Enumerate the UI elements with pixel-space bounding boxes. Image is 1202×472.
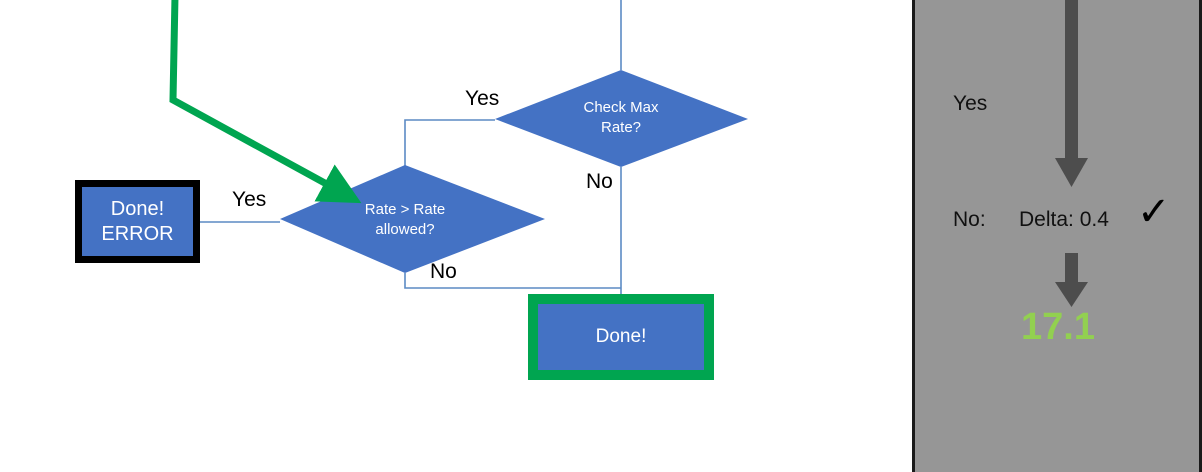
connector-check-max-to-rate-allowed bbox=[404, 119, 495, 167]
branch-label-no-check-max: No bbox=[586, 170, 613, 193]
panel-yes-label: Yes bbox=[953, 92, 988, 115]
node-done-error[interactable]: Done! ERROR bbox=[75, 180, 200, 263]
flowchart-graphics bbox=[169, 0, 748, 294]
decision-check-max-rate[interactable] bbox=[495, 70, 748, 167]
branch-label-no-rate-allowed: No bbox=[430, 260, 457, 283]
panel-result-value: 17.1 bbox=[1021, 306, 1095, 348]
down-arrow-short-icon bbox=[1055, 253, 1088, 307]
node-done[interactable]: Done! bbox=[528, 294, 714, 380]
connector-rate-allowed-no-to-done bbox=[404, 273, 621, 289]
checkmark-icon: ✓ bbox=[1137, 189, 1171, 235]
panel-delta-value: Delta: 0.4 bbox=[1019, 208, 1109, 231]
down-arrow-long-icon bbox=[1055, 0, 1088, 187]
branch-label-yes-done-error: Yes bbox=[232, 188, 267, 211]
side-panel: Yes No: Delta: 0.4 ✓ 17.1 bbox=[912, 0, 1202, 472]
side-panel-graphics bbox=[1055, 0, 1088, 307]
highlight-path-arrow bbox=[169, 0, 362, 204]
flowchart-canvas: Rate > Rate allowed? Check Max Rate? Don… bbox=[75, 0, 748, 380]
panel-no-label: No: bbox=[953, 208, 986, 231]
branch-label-yes-check-max: Yes bbox=[465, 87, 500, 110]
